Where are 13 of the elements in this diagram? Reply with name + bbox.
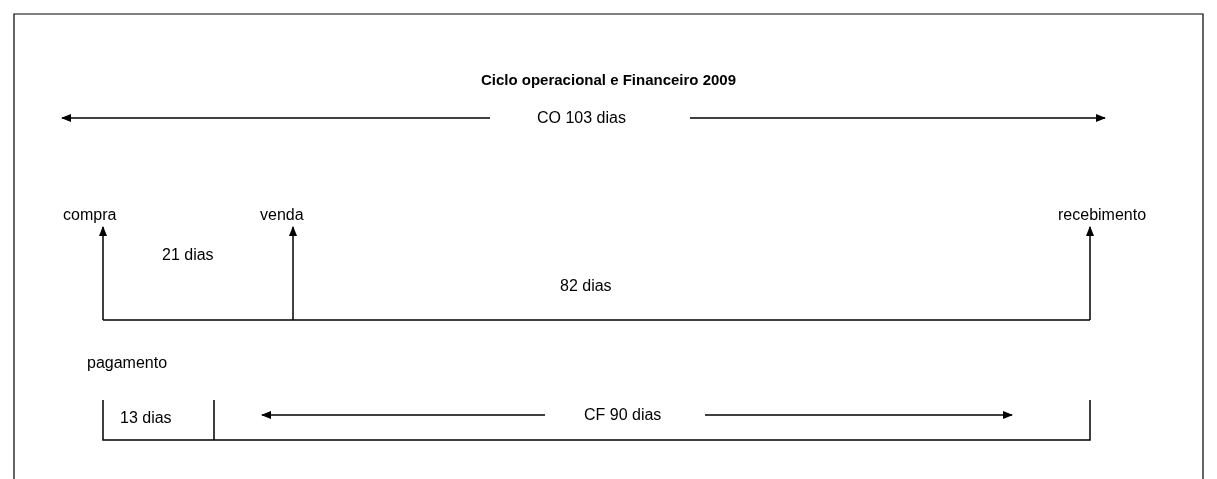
arrow — [98, 225, 108, 321]
label-text: pagamento — [87, 353, 168, 373]
label-text: 82 dias — [560, 276, 612, 296]
label-text: 13 dias — [120, 408, 172, 428]
event-label: venda — [260, 205, 304, 225]
diagram-title: Ciclo operacional e Financeiro 2009 — [479, 70, 738, 90]
event-label: compra — [63, 205, 117, 225]
arrow — [288, 225, 298, 321]
label-text: CO 103 dias — [537, 108, 626, 128]
arrow — [1085, 225, 1095, 321]
label-text: 21 dias — [162, 245, 214, 265]
label-text: CF 90 dias — [584, 405, 662, 425]
event-label: recebimento — [1058, 205, 1147, 225]
